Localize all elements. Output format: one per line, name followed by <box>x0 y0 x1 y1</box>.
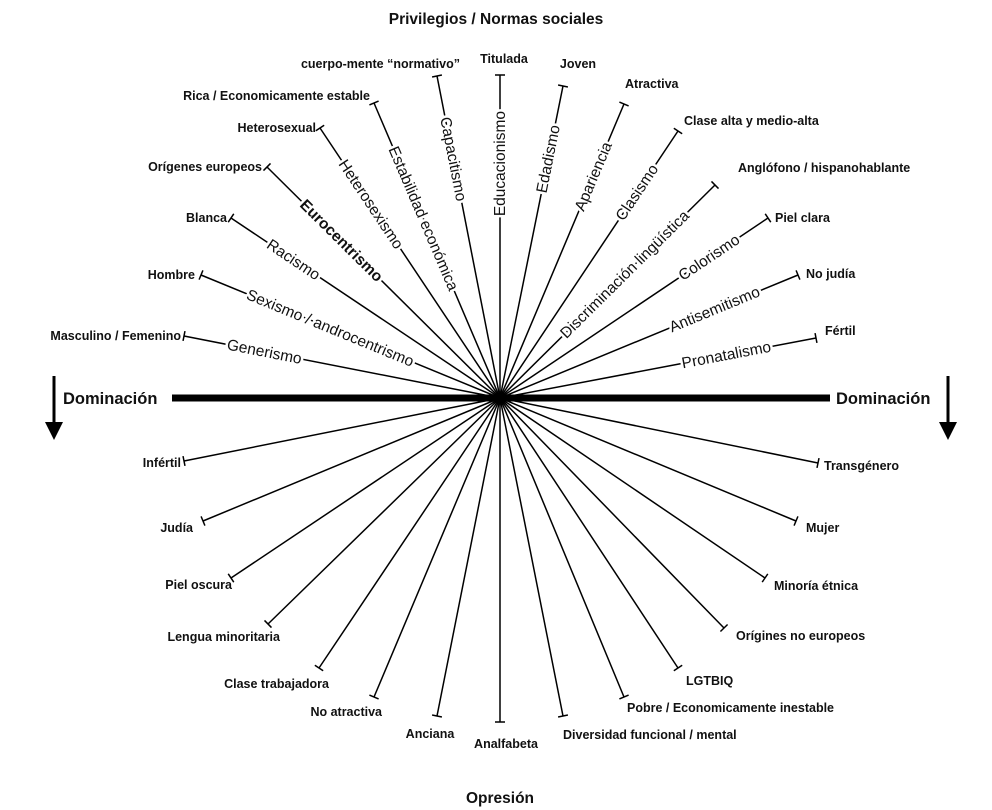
oppression-spoke: Orígines no europeos <box>499 397 865 643</box>
axis-name: Capacitismo <box>436 116 469 203</box>
oppression-label: Orígines no europeos <box>736 629 865 643</box>
oppression-spoke: Minoría étnica <box>499 397 859 593</box>
oppression-title: Opresión <box>466 790 534 807</box>
oppression-spoke: Piel oscura <box>165 397 501 592</box>
oppression-spoke: Pobre / Economicamente inestable <box>499 397 834 715</box>
privilege-label: Masculino / Femenino <box>50 329 181 343</box>
oppression-spoke: Analfabeta <box>474 398 539 751</box>
oppression-label: Diversidad funcional / mental <box>563 728 737 742</box>
axis-name: Generismo <box>225 337 303 368</box>
oppression-spoke: Judía <box>160 397 501 535</box>
axis-name: Apariencia <box>572 139 616 213</box>
oppression-label: No atractiva <box>310 705 383 719</box>
axis-name: Colorismo <box>676 231 743 284</box>
axis-name: Clasismo <box>613 162 663 224</box>
axis-name: Educacionismo <box>492 111 509 216</box>
privilege-label: Rica / Economicamente estable <box>183 89 370 103</box>
oppression-label: Clase trabajadora <box>224 677 330 691</box>
privilege-label: Joven <box>560 57 596 71</box>
privilege-label: Fértil <box>825 324 856 338</box>
axis-name: Pronatalismo <box>680 339 772 373</box>
oppression-spoke: LGTBIQ <box>499 397 733 688</box>
domination-left-label: Dominación <box>63 390 157 408</box>
center-hub <box>495 393 505 403</box>
privilege-label: No judía <box>806 267 856 281</box>
axis-name: Edadismo <box>534 124 564 195</box>
privilege-label: Blanca <box>186 211 228 225</box>
domination-right-label: Dominación <box>836 390 930 408</box>
oppression-spoke: Clase trabajadora <box>224 397 501 691</box>
oppression-spoke: Transgénero <box>499 397 899 473</box>
axis-name: Antisemitismo <box>667 284 763 337</box>
oppression-spoke: Diversidad funcional / mental <box>499 397 737 742</box>
oppression-label: Analfabeta <box>474 737 539 751</box>
oppression-label: Judía <box>160 521 194 535</box>
axis-name: Racismo <box>263 236 323 284</box>
oppression-label: Pobre / Economicamente inestable <box>627 701 834 715</box>
oppression-spoke: Mujer <box>499 397 839 535</box>
privilege-label: Atractiva <box>625 77 680 91</box>
privilege-label: Orígenes europeos <box>148 160 262 174</box>
oppression-label: Minoría étnica <box>774 579 859 593</box>
axis-name-halo: Educacionismo <box>492 111 509 216</box>
oppression-label: Anciana <box>406 727 456 741</box>
privilege-label: cuerpo-mente “normativo” <box>301 57 460 71</box>
oppression-label: Infértil <box>143 456 181 470</box>
oppression-spoke: Anciana <box>406 397 501 741</box>
oppression-label: Transgénero <box>824 459 899 473</box>
oppression-label: Piel oscura <box>165 578 233 592</box>
privilege-label: Heterosexual <box>237 121 316 135</box>
oppression-label: LGTBIQ <box>686 674 733 688</box>
oppression-label: Mujer <box>806 521 839 535</box>
privilege-label: Titulada <box>480 52 529 66</box>
privilege-label: Piel clara <box>775 211 831 225</box>
oppression-label: Lengua minoritaria <box>167 630 281 644</box>
domination-left-arrow-icon <box>45 376 63 440</box>
privilege-label: Anglófono / hispanohablante <box>738 161 910 175</box>
privilege-label: Hombre <box>148 268 195 282</box>
oppression-spoke: Infértil <box>143 397 501 470</box>
privilege-label: Clase alta y medio-alta <box>684 114 820 128</box>
oppression-spoke: No atractiva <box>310 397 501 719</box>
oppression-spoke: Lengua minoritaria <box>167 397 501 644</box>
diagram-title: Privilegios / Normas sociales <box>389 11 604 28</box>
domination-right-arrow-icon <box>939 376 957 440</box>
